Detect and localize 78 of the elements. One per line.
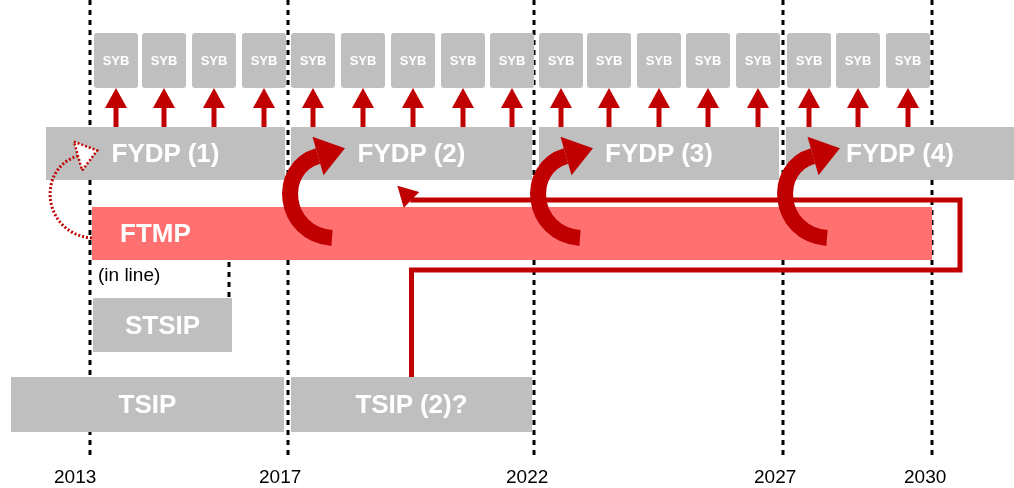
node-label: SYB (299, 53, 327, 68)
note: (in line) (98, 264, 161, 286)
curved-arrow (777, 137, 839, 246)
arrow (203, 88, 225, 127)
node-label: TSIP (118, 389, 177, 420)
year-label: 2030 (904, 466, 947, 488)
budget-box (539, 33, 583, 88)
node-label: SYB (498, 53, 526, 68)
budget-box (736, 33, 780, 88)
node-label: TSIP (2)? (355, 389, 468, 420)
node-label: SYB (449, 53, 477, 68)
node-label: STSIP (124, 309, 201, 341)
arrow (302, 88, 324, 127)
node-label: SYB (349, 53, 377, 68)
budget-box (490, 33, 534, 88)
plan-bar (11, 377, 284, 432)
node-label: FYDP (3) (605, 138, 713, 169)
arrow (550, 88, 572, 127)
budget-box (587, 33, 631, 88)
arrow (253, 88, 275, 127)
node-label: SYB (744, 53, 772, 68)
arrow (153, 88, 175, 127)
budget-box (341, 33, 385, 88)
plan-bar (786, 127, 1014, 180)
arrow (105, 88, 127, 127)
year-label: 2022 (506, 466, 549, 488)
node-label: SYB (250, 53, 278, 68)
node-label: FYDP (1) (111, 138, 220, 169)
node-label: SYB (844, 53, 872, 68)
arrow (402, 88, 424, 127)
budget-box (787, 33, 831, 88)
arrow (452, 88, 474, 127)
plan-bar (92, 207, 932, 260)
node-label: SYB (200, 53, 228, 68)
node-label: SYB (150, 53, 178, 68)
node-label: FTMP (120, 218, 191, 249)
node-label: SYB (894, 53, 922, 68)
arrow (798, 88, 820, 127)
plan-bar (291, 127, 532, 180)
node-label: SYB (795, 53, 823, 68)
budget-box (637, 33, 681, 88)
year-label: 2013 (54, 466, 97, 488)
arrow (501, 88, 523, 127)
plan-bar (291, 377, 532, 432)
curved-arrow (530, 137, 592, 246)
arrow (598, 88, 620, 127)
arrow (697, 88, 719, 127)
budget-box (242, 33, 286, 88)
arrow (847, 88, 869, 127)
arrow (747, 88, 769, 127)
node-label: FYDP (4) (846, 138, 954, 169)
arrow (648, 88, 670, 127)
arrow (397, 185, 963, 377)
node-label: SYB (595, 53, 623, 68)
plan-bar (93, 298, 232, 352)
budget-box (836, 33, 880, 88)
budget-box (441, 33, 485, 88)
budget-box (886, 33, 930, 88)
curved-arrow (282, 137, 344, 246)
node-label: SYB (399, 53, 427, 68)
budget-box (94, 33, 138, 88)
node-label: SYB (694, 53, 722, 68)
curved-arrow (48, 140, 98, 240)
budget-box (291, 33, 335, 88)
plan-bar (539, 127, 779, 180)
year-label: 2027 (754, 466, 797, 488)
node-label: SYB (645, 53, 673, 68)
budget-box (686, 33, 730, 88)
plan-bar (46, 127, 285, 180)
arrow (352, 88, 374, 127)
year-label: 2017 (259, 466, 302, 488)
arrow (897, 88, 919, 127)
budget-box (391, 33, 435, 88)
node-label: SYB (547, 53, 575, 68)
budget-box (142, 33, 186, 88)
node-label: FYDP (2) (357, 138, 466, 169)
budget-box (192, 33, 236, 88)
node-label: SYB (102, 53, 130, 68)
